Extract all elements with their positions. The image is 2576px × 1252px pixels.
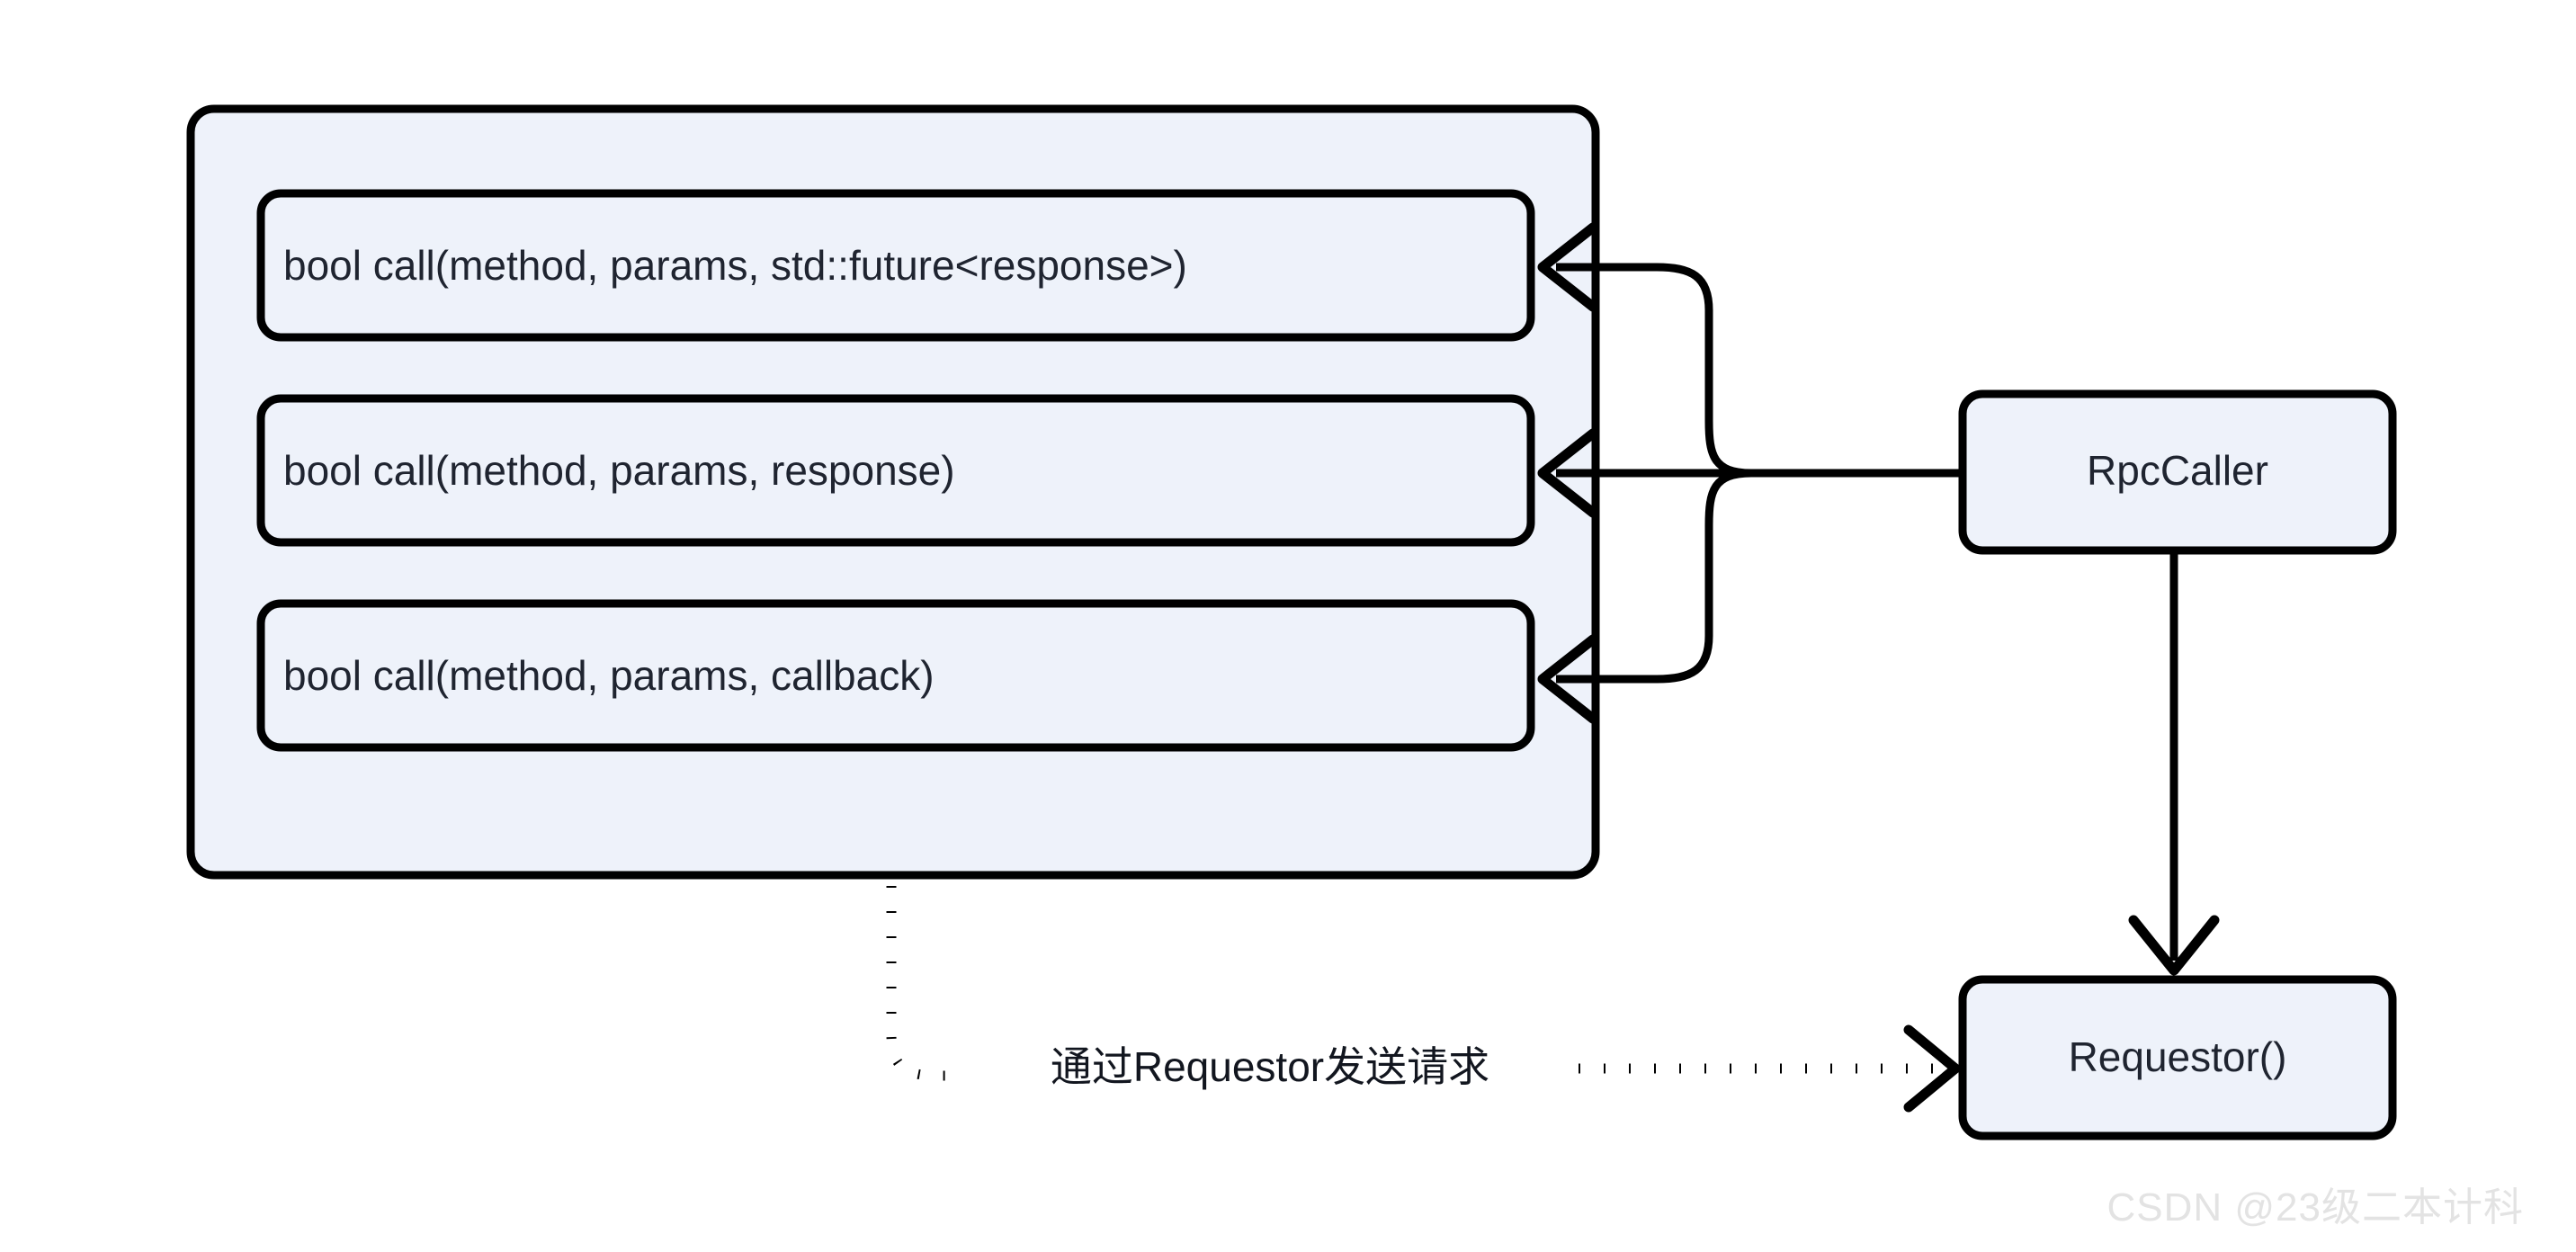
edge-rpccaller-to-requestor [2128, 554, 2220, 976]
method-box-call-callback[interactable]: bool call(method, params, callback) [256, 599, 1535, 752]
arrowhead-call-callback-icon [1537, 634, 1598, 724]
arrowhead-call-response-icon [1537, 428, 1598, 518]
node-rpc-caller[interactable]: RpcCaller [1958, 389, 2397, 555]
edge-methods-to-requestor: 通过Requestor发送请求 [886, 886, 1961, 1113]
method-box-call-future-label: bool call(method, params, std::future<re… [283, 242, 1187, 289]
csdn-watermark: CSDN @23级二本计科 [2106, 1185, 2524, 1230]
edge-dotted-leg [886, 886, 967, 1081]
node-rpc-caller-label: RpcCaller [2087, 447, 2268, 494]
method-box-call-response-rect [256, 394, 1535, 547]
method-box-call-callback-label: bool call(method, params, callback) [283, 652, 935, 699]
rpc-caller-methods-group: bool call(method, params, std::future<re… [186, 104, 1600, 880]
node-requestor[interactable]: Requestor() [1958, 975, 2397, 1140]
edge-branch-to-call-callback [1556, 469, 1752, 684]
method-box-call-response-label: bool call(method, params, response) [283, 447, 955, 494]
method-box-call-callback-rect [256, 599, 1535, 752]
edge-rpccaller-to-methods [1537, 222, 1963, 724]
arrowhead-dotted-requestor-icon [1903, 1024, 1961, 1113]
arrowhead-call-future-icon [1537, 222, 1598, 312]
arrowhead-requestor-icon [2128, 915, 2220, 976]
node-requestor-rect [1958, 975, 2397, 1140]
method-box-call-response[interactable]: bool call(method, params, response) [256, 394, 1535, 547]
edge-label-send-request: 通过Requestor发送请求 [1051, 1043, 1489, 1090]
method-box-call-future-rect [256, 189, 1535, 342]
method-box-call-future[interactable]: bool call(method, params, std::future<re… [256, 189, 1535, 342]
node-requestor-label: Requestor() [2069, 1033, 2287, 1080]
edge-branch-to-call-future [1556, 263, 1752, 478]
